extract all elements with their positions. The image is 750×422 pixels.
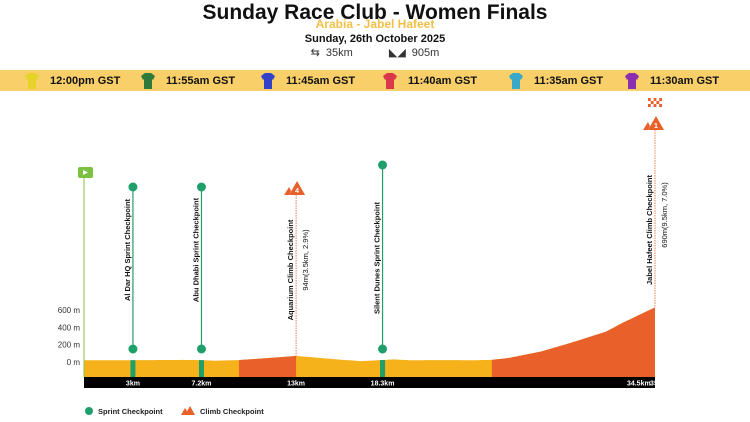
race-date: Sunday, 26th October 2025 [304, 33, 446, 45]
finish-flag-check [650, 98, 654, 101]
sprint-marker-icon [128, 182, 138, 192]
elevation-icon: ◣◢ [388, 47, 406, 59]
start-time: 11:35am GST [534, 74, 604, 87]
climb-icon [648, 116, 664, 130]
climb-icon [289, 181, 306, 195]
sprint-marker-icon [196, 182, 206, 192]
sprint-ground-marker [380, 360, 386, 377]
sprint-marker-icon [378, 160, 388, 170]
route-subtitle: Arabia - Jabel Hafeet [315, 17, 435, 31]
legend-sprint-icon [85, 407, 93, 415]
sprint-marker-icon [196, 344, 206, 354]
sprint-marker-icon [128, 344, 138, 354]
page-title: Sunday Race Club - Women Finals [202, 1, 548, 24]
x-tick-label: 13km [287, 381, 305, 388]
sprint-marker-icon [378, 344, 388, 354]
profile-climb-area [238, 355, 297, 377]
profile-climb-area [491, 307, 655, 377]
elevation-value: 905m [411, 47, 440, 59]
finish-flag-check [656, 98, 660, 101]
y-tick-label: 600 m [58, 306, 81, 315]
start-time: 11:55am GST [166, 74, 236, 87]
finish-flag-check [650, 104, 654, 107]
x-tick-label: 18.3km [371, 381, 395, 388]
distance-icon: ⇆ [310, 47, 320, 59]
sprint-ground-marker [130, 360, 136, 377]
start-time: 11:40am GST [408, 74, 478, 87]
sprint-ground-marker [198, 360, 204, 377]
finish-flag-check [653, 101, 657, 104]
climb-detail: 690m(9.5km, 7.0%) [660, 182, 669, 248]
y-tick-label: 200 m [58, 341, 81, 350]
climb-icon [643, 122, 650, 130]
legend-climb-icon [185, 406, 195, 415]
finish-flag-check [648, 101, 651, 104]
jersey-icon [261, 72, 275, 89]
legend-climb-icon [181, 408, 187, 415]
jersey-icon [141, 72, 155, 89]
schedule-slot: 12:00pm GST [24, 70, 120, 91]
race-stats: ⇆ 35km ◣◢ 905m [0, 46, 750, 59]
x-tick-label: 34.5km [627, 381, 651, 388]
climb-category: 1 [654, 123, 658, 130]
x-tick-label: 35km [650, 381, 668, 388]
sprint-label: Silent Dunes Sprint Checkpoint [373, 201, 382, 314]
jersey-icon [25, 72, 39, 89]
schedule-slot: 11:35am GST [508, 70, 603, 91]
jersey-icon [625, 72, 639, 89]
finish-flag-check [656, 104, 660, 107]
x-tick-label: 7.2km [192, 381, 212, 388]
x-axis-bar [84, 377, 655, 388]
distance-value: 35km [325, 47, 353, 59]
play-icon [83, 170, 88, 175]
finish-flag-check [659, 101, 662, 104]
y-tick-label: 400 m [58, 323, 81, 332]
start-schedule-band: 12:00pm GST 11:55am GST 11:45am GST 11:40am… [0, 70, 750, 91]
climb-label: Jabel Hafeet Climb Checkpoint [645, 174, 654, 285]
climb-detail: 94m(3.5km, 2.9%) [301, 229, 310, 291]
legend-sprint-label: Sprint Checkpoint [98, 407, 163, 416]
schedule-slot: 11:30am GST [624, 70, 719, 91]
sprint-label: Abu Dhabi Sprint Checkpoint [191, 197, 200, 302]
schedule-slot: 11:40am GST [382, 70, 477, 91]
y-tick-label: 0 m [67, 358, 81, 367]
start-time: 11:30am GST [650, 74, 720, 87]
x-tick-label: 3km [126, 381, 140, 388]
schedule-slot: 11:45am GST [260, 70, 355, 91]
climb-label: Aquarium Climb Checkpoint [286, 219, 295, 320]
schedule-slot: 11:55am GST [140, 70, 235, 91]
jersey-icon [383, 72, 397, 89]
start-time: 12:00pm GST [50, 74, 121, 87]
climb-icon [284, 187, 292, 195]
jersey-icon [509, 72, 523, 89]
start-time: 11:45am GST [286, 74, 356, 87]
legend-climb-label: Climb Checkpoint [200, 407, 264, 416]
sprint-label: Al Dar HQ Sprint Checkpoint [123, 198, 132, 301]
climb-category: 4 [295, 188, 299, 195]
